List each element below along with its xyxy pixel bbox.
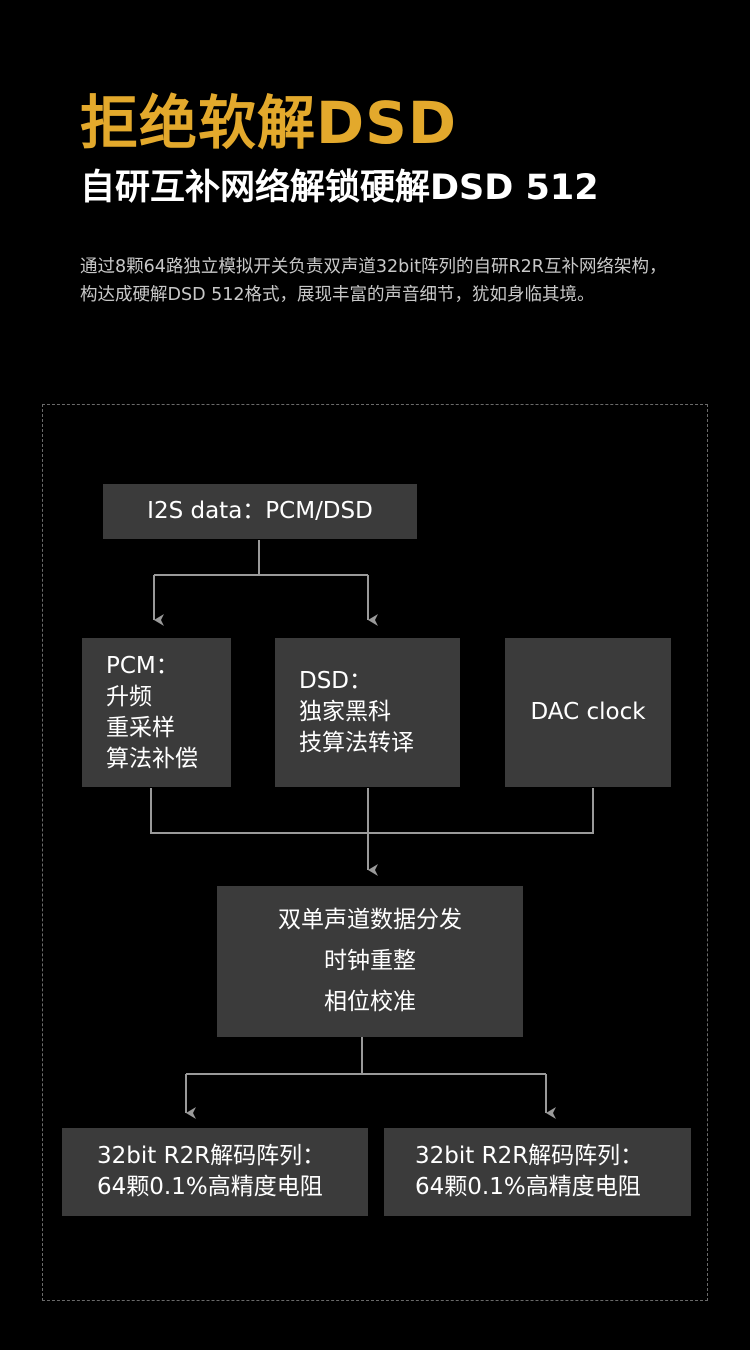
pcm-step: 升频 (106, 683, 152, 710)
connector-merge (150, 788, 594, 834)
output-right-detail: 64颗0.1%高精度电阻 (415, 1174, 641, 1200)
input-label: I2S data：PCM/DSD (147, 498, 373, 524)
dac-clock-box: DAC clock (505, 638, 671, 787)
output-left-title: 32bit R2R解码阵列： (97, 1143, 326, 1169)
output-left-box: 32bit R2R解码阵列： 64颗0.1%高精度电阻 (62, 1128, 368, 1216)
connector-input-split (154, 540, 368, 576)
output-left-detail: 64颗0.1%高精度电阻 (97, 1174, 323, 1200)
output-right-title: 32bit R2R解码阵列： (415, 1143, 644, 1169)
subheadline: 自研互补网络解锁硬解DSD 512 (80, 168, 599, 208)
dac-clock-label: DAC clock (530, 699, 646, 725)
output-right-box: 32bit R2R解码阵列： 64颗0.1%高精度电阻 (384, 1128, 691, 1216)
process-box: 双单声道数据分发 时钟重整 相位校准 (217, 886, 523, 1037)
pcm-box: PCM： 升频 重采样 算法补偿 (82, 638, 231, 787)
dsd-step: 独家黑科 (299, 699, 391, 725)
headline: 拒绝软解DSD (80, 89, 458, 157)
pcm-step: 重采样 (106, 714, 175, 741)
description-paragraph: 通过8颗64路独立模拟开关负责双声道32bit阵列的自研R2R互补网络架构，构达… (80, 257, 667, 305)
diagram-frame (42, 404, 708, 1301)
dsd-heading: DSD： (299, 668, 373, 694)
dsd-box: DSD： 独家黑科 技算法转译 (275, 638, 460, 787)
connector-process-split (186, 1037, 546, 1075)
pcm-heading: PCM： (106, 652, 179, 679)
input-box: I2S data：PCM/DSD (103, 484, 417, 539)
process-step: 双单声道数据分发 (278, 907, 462, 933)
process-step: 时钟重整 (324, 948, 416, 974)
pcm-step: 算法补偿 (106, 745, 198, 772)
dsd-step: 技算法转译 (299, 730, 414, 756)
process-step: 相位校准 (324, 989, 416, 1015)
